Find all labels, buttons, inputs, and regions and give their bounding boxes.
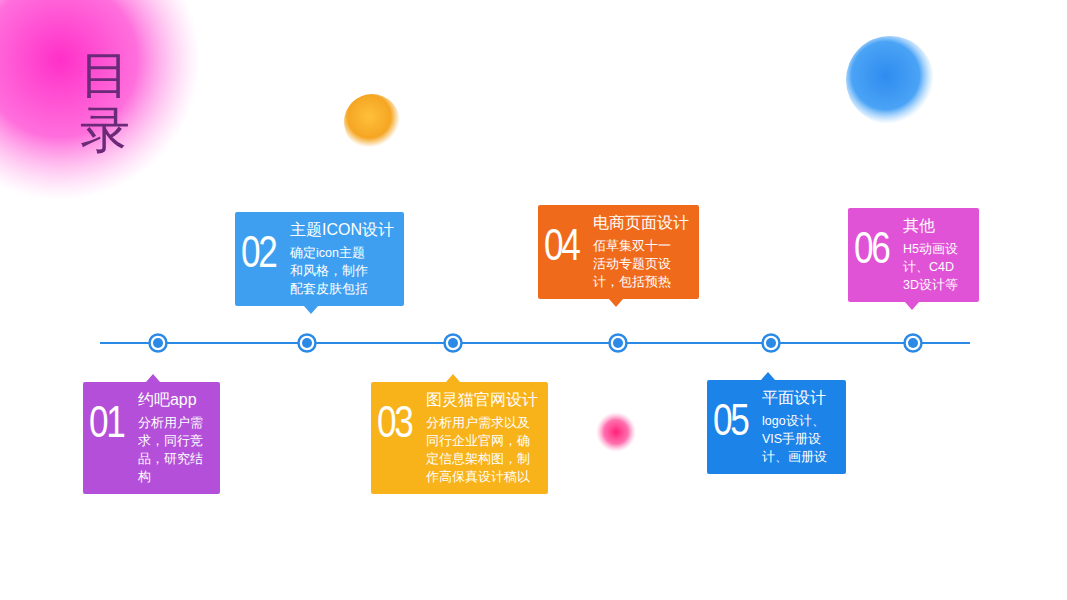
item-number: 01 (89, 400, 123, 444)
item-number: 02 (241, 230, 275, 274)
timeline-box: 04 电商页面设计佰草集双十一 活动专题页设 计，包括预热 (538, 205, 699, 299)
timeline-dots (150, 335, 922, 352)
orange-ball (344, 94, 400, 150)
timeline-box: 05 平面设计 logo设计、 VIS手册设 计、画册设 (707, 380, 846, 474)
item-description: logo设计、 VIS手册设 计、画册设 (762, 412, 836, 466)
page-title: 目录 (80, 48, 130, 158)
item-description: 分析用户需求以及 同行企业官网，确 定信息架构图，制 作高保真设计稿以 (426, 414, 538, 487)
item-description: 确定icon主题 和风格，制作 配套皮肤包括 (290, 244, 376, 298)
timeline-box: 06 其他 H5动画设 计、C4D 3D设计等 (848, 208, 979, 302)
pointer-triangle (761, 372, 775, 380)
item-description: 分析用户需 求，同行竞 品，研究结构 (138, 414, 210, 487)
item-number: 05 (713, 398, 747, 442)
pointer-triangle (905, 302, 919, 310)
pink-ball (596, 412, 636, 452)
timeline (100, 342, 970, 344)
item-description: 佰草集双十一 活动专题页设 计，包括预热 (593, 237, 679, 291)
item-title: 电商页面设计 (593, 213, 689, 234)
pointer-triangle (304, 306, 318, 314)
item-number: 03 (377, 400, 411, 444)
timeline-box: 02 主题ICON设计确定icon主题 和风格，制作 配套皮肤包括 (235, 212, 404, 306)
item-number: 06 (854, 226, 888, 270)
blue-ball (846, 36, 934, 124)
pointer-triangle (446, 374, 460, 382)
timeline-box: 01 约吧app 分析用户需 求，同行竞 品，研究结构 (83, 382, 220, 494)
item-title: 约吧app (138, 390, 210, 411)
pointer-triangle (146, 374, 160, 382)
pink-blob (0, 0, 200, 200)
item-title: 其他 (903, 216, 969, 237)
timeline-box: 03 图灵猫官网设计分析用户需求以及 同行企业官网，确 定信息架构图，制 作高保真… (371, 382, 548, 494)
pointer-triangle (609, 299, 623, 307)
item-title: 平面设计 (762, 388, 836, 409)
item-title: 主题ICON设计 (290, 220, 394, 241)
item-number: 04 (544, 223, 578, 267)
item-description: H5动画设 计、C4D 3D设计等 (903, 240, 969, 294)
item-title: 图灵猫官网设计 (426, 390, 538, 411)
